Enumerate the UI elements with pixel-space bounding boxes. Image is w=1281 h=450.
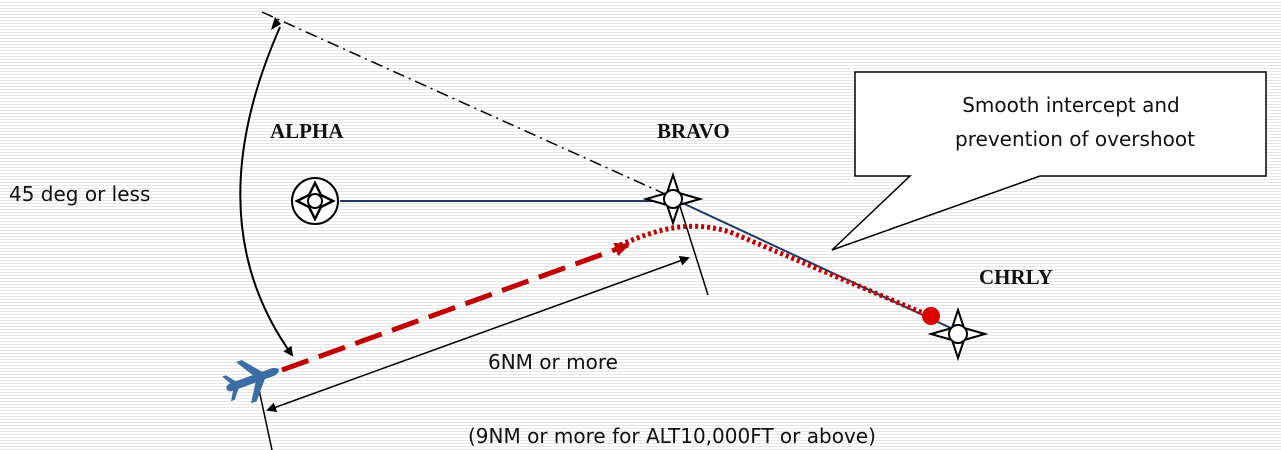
- intercept-endpoint: [922, 307, 940, 325]
- angle-arc-start-arrow: [271, 17, 281, 30]
- distance-note: (9NM or more for ALT10,000FT or above): [468, 424, 876, 448]
- callout-line-2: prevention of overshoot: [955, 127, 1195, 151]
- alpha-label: ALPHA: [270, 119, 344, 143]
- chrly-label: CHRLY: [979, 265, 1053, 289]
- bravo-label: BRAVO: [657, 119, 730, 143]
- distance-label: 6NM or more: [488, 350, 618, 374]
- intercept-path-dashed: [281, 242, 630, 373]
- dimension-tick-aircraft: [257, 384, 273, 450]
- distance-dimension-line: [266, 256, 690, 412]
- callout-box: [831, 71, 1267, 251]
- chrly-waypoint-icon: [927, 306, 989, 362]
- dimension-tick-bravo: [677, 199, 709, 296]
- course-extension-line: [261, 11, 677, 200]
- bravo-waypoint-icon: [642, 171, 704, 227]
- aircraft-icon: [222, 360, 280, 404]
- intercept-path-dotted: [619, 223, 931, 319]
- angle-label: 45 deg or less: [9, 182, 150, 206]
- callout-line-1: Smooth intercept and: [962, 93, 1180, 117]
- angle-arc: [239, 26, 294, 357]
- alpha-vor-icon: [291, 177, 339, 225]
